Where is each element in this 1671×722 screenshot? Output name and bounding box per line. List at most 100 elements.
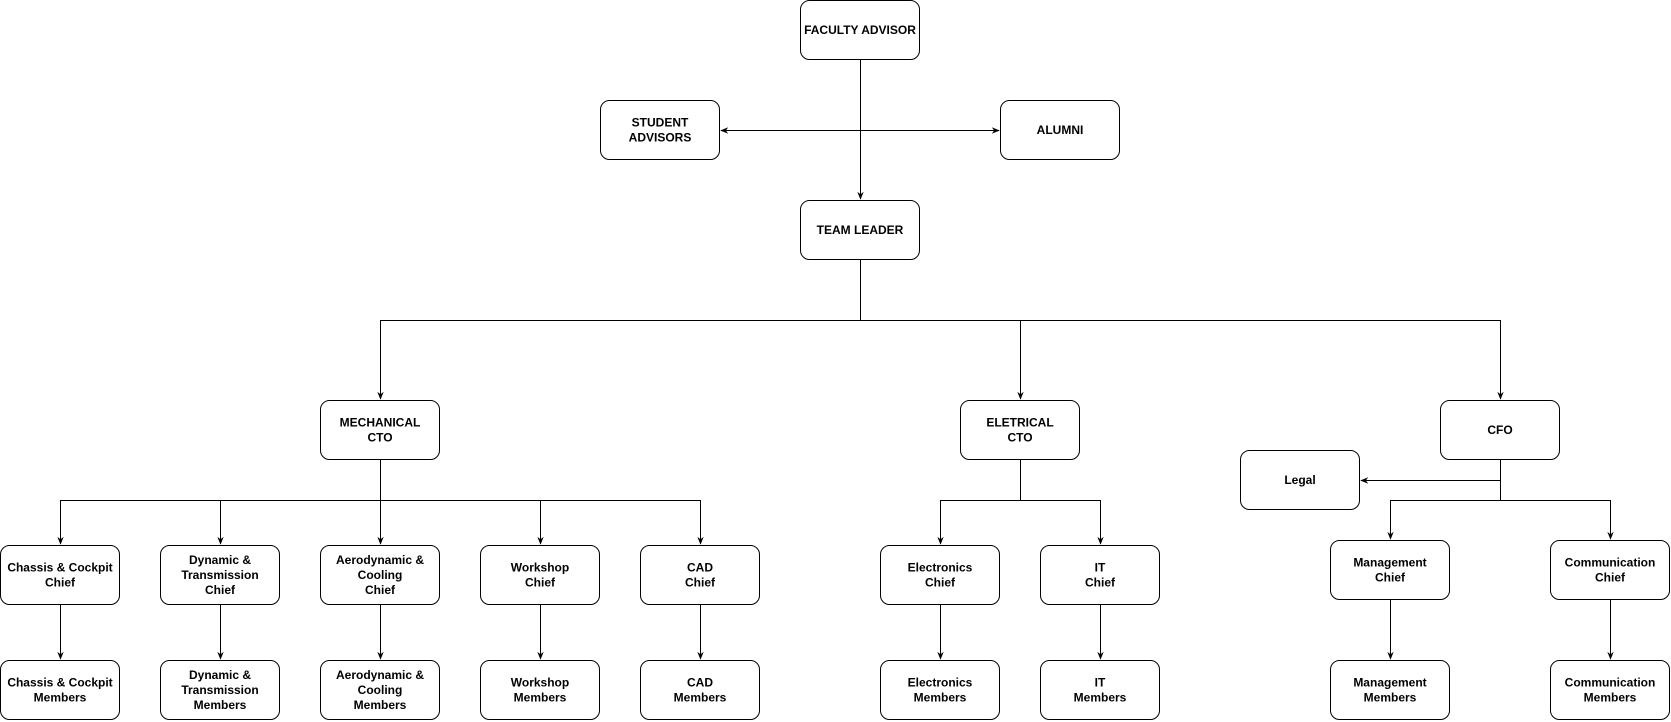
node-label: Chief <box>685 576 716 590</box>
node-label: Members <box>1584 691 1637 705</box>
connector-mechanical-chief <box>380 460 704 545</box>
node-label: CAD <box>687 676 713 690</box>
node-box <box>320 545 440 605</box>
node-label: Chief <box>45 576 76 590</box>
node-label: IT <box>1095 561 1106 575</box>
node-label: Chief <box>1595 571 1626 585</box>
node-box <box>0 660 120 720</box>
node-label: Dynamic & <box>189 668 251 682</box>
node-box <box>160 660 280 720</box>
node-label: Chief <box>925 576 956 590</box>
node-alumni[interactable]: ALUMNI <box>1000 100 1120 160</box>
node-box <box>880 545 1000 605</box>
node-box <box>320 660 440 720</box>
node-label: Electronics <box>908 676 973 690</box>
node-box <box>1550 540 1670 600</box>
node-box <box>1240 450 1360 510</box>
node-team-leader[interactable]: TEAM LEADER <box>800 200 920 260</box>
node-label: Communication <box>1565 556 1656 570</box>
node-label: Dynamic & <box>189 553 251 567</box>
node-legal[interactable]: Legal <box>1240 450 1360 510</box>
connector-electrical-chief <box>937 460 1021 545</box>
node-label: Management <box>1353 556 1426 570</box>
node-label: CAD <box>687 561 713 575</box>
node-label: FACULTY ADVISOR <box>804 23 916 37</box>
node-label: Electronics <box>908 561 973 575</box>
connector-mechanical-chief <box>380 460 544 545</box>
node-box <box>1440 400 1560 460</box>
node-label: Members <box>1364 691 1417 705</box>
node-box <box>1330 540 1450 600</box>
node-label: Communication <box>1565 676 1656 690</box>
node-box <box>640 545 760 605</box>
node-box <box>600 100 720 160</box>
node-label: ADVISORS <box>629 131 692 145</box>
node-box <box>960 400 1080 460</box>
node-box <box>1040 660 1160 720</box>
connector-mechanical-chief <box>217 460 381 545</box>
connector-cfo-legal <box>1360 460 1501 484</box>
node-label: Members <box>194 698 247 712</box>
node-label: CTO <box>1007 431 1032 445</box>
node-label: Chief <box>205 583 236 597</box>
node-label: Chassis & Cockpit <box>7 676 112 690</box>
connector-cfo-chief <box>1500 480 1614 540</box>
node-label: Members <box>914 691 967 705</box>
node-box <box>320 400 440 460</box>
connector-leader-electrical <box>860 320 1024 400</box>
connector-cfo-chief <box>1387 480 1501 540</box>
node-label: ALUMNI <box>1037 123 1084 137</box>
node-label: Chief <box>525 576 556 590</box>
node-label: Aerodynamic & <box>336 553 424 567</box>
node-label: Members <box>674 691 727 705</box>
node-box <box>1000 100 1120 160</box>
node-faculty-advisor[interactable]: FACULTY ADVISOR <box>800 0 920 60</box>
node-box <box>1550 660 1670 720</box>
node-label: Cooling <box>358 568 403 582</box>
node-box <box>880 660 1000 720</box>
node-label: Aerodynamic & <box>336 668 424 682</box>
node-label: Chassis & Cockpit <box>7 561 112 575</box>
node-label: TEAM LEADER <box>817 223 904 237</box>
node-box <box>800 0 920 60</box>
connector-electrical-chief <box>1020 460 1104 545</box>
node-label: CTO <box>367 431 392 445</box>
node-label: Management <box>1353 676 1426 690</box>
node-label: STUDENT <box>632 116 689 130</box>
connector-leader-cfo <box>1020 320 1504 400</box>
node-label: Cooling <box>358 683 403 697</box>
node-box <box>480 660 600 720</box>
node-box <box>160 545 280 605</box>
node-label: Chief <box>1085 576 1116 590</box>
node-label: CFO <box>1487 423 1512 437</box>
node-box <box>800 200 920 260</box>
node-label: Transmission <box>181 683 258 697</box>
node-label: Members <box>354 698 407 712</box>
node-cfo[interactable]: CFO <box>1440 400 1560 460</box>
node-label: MECHANICAL <box>340 416 421 430</box>
node-label: ELETRICAL <box>986 416 1053 430</box>
node-box <box>1040 545 1160 605</box>
